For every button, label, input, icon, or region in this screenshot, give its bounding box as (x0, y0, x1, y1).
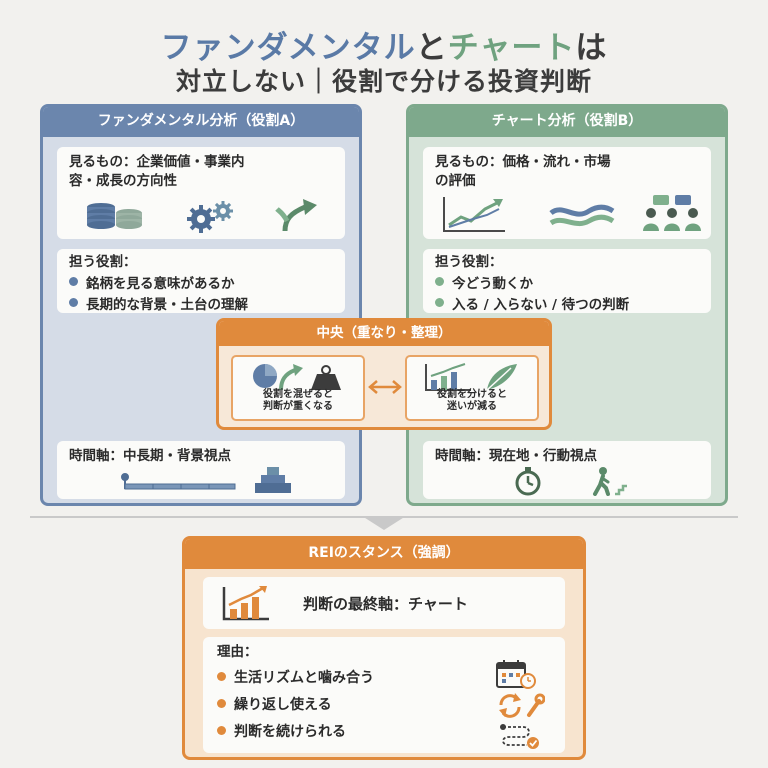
final-axis-card: 判断の最終軸：チャート (203, 577, 565, 629)
final-axis-text: 判断の最終軸：チャート (303, 595, 468, 613)
fundamental-role-1: 銘柄を見る意味があるか (86, 275, 235, 292)
list-item: 長期的な背景・土台の理解 (69, 292, 248, 313)
chart-see-card: 見るもの：価格・流れ・市場 の評価 (423, 147, 711, 239)
chart-header: チャート分析（役割B） (409, 107, 725, 137)
bullet-dot (435, 277, 444, 286)
bar-chart-up-icon (222, 586, 269, 621)
title-fundamental: ファンダメンタル (160, 30, 416, 66)
mixed-roles-card: 役割を混ぜると 判断が重くなる (231, 355, 365, 421)
fundamental-column: ファンダメンタル分析（役割A） 見るもの：企業価値・事業内 容・成長の方向性 (40, 104, 362, 506)
rei-stance-box: REIのスタンス（強調） 判断の最終軸：チャート 理由： 生活リズムと噛み合う … (182, 536, 586, 760)
gears-icon (187, 201, 233, 233)
rei-header: REIのスタンス（強調） (185, 539, 583, 569)
separated-roles-line1: 役割を分けると (437, 389, 507, 400)
page-subtitle: 対立しない｜役割で分ける投資判断 (175, 67, 592, 96)
chart-role-card: 担う役割： 今どう動くか 入る / 入らない / 待つの判断 (423, 249, 711, 313)
stopwatch-icon (515, 467, 541, 496)
coin-stack-icon (87, 203, 142, 229)
path-check-icon (500, 724, 539, 749)
line-chart-icon (443, 197, 505, 232)
fundamental-time-axis: 時間軸：中長期・背景視点 (69, 448, 231, 464)
down-arrow-icon (362, 516, 406, 530)
list-item: 生活リズムと噛み合う (217, 663, 374, 690)
fundamental-see-line1: 見るもの：企業価値・事業内 (69, 154, 245, 170)
chart-time-axis: 時間軸：現在地・行動視点 (435, 448, 597, 464)
title-to: と (415, 30, 448, 66)
fundamental-time-card: 時間軸：中長期・背景視点 (57, 441, 345, 499)
bullet-dot (217, 672, 226, 681)
chart-role-2: 入る / 入らない / 待つの判断 (452, 296, 630, 313)
pie-weight-icon (253, 364, 341, 391)
repeat-wrench-icon (499, 693, 545, 718)
bullet-dot (435, 298, 444, 307)
fundamental-role-2: 長期的な背景・土台の理解 (86, 296, 248, 313)
chart-see-line1: 見るもの：価格・流れ・市場 (435, 154, 611, 170)
title-chart: チャート (447, 30, 576, 66)
mixed-roles-line1: 役割を混ぜると (263, 389, 333, 400)
separated-roles-card: 役割を分けると 迷いが減る (405, 355, 539, 421)
reasons-label: 理由： (217, 644, 258, 660)
list-item: 繰り返し使える (217, 690, 374, 717)
reason-1: 生活リズムと噛み合う (234, 669, 374, 686)
reason-3: 判断を続けられる (234, 723, 346, 740)
list-item: 入る / 入らない / 待つの判断 (435, 292, 629, 313)
people-discussion-icon (643, 195, 701, 231)
bullet-dot (217, 699, 226, 708)
chart-column: チャート分析（役割B） 見るもの：価格・流れ・市場 の評価 担う役割： (406, 104, 728, 506)
chart-time-card: 時間軸：現在地・行動視点 (423, 441, 711, 499)
timeline-icon (121, 473, 236, 490)
page-title: ファンダメンタルとチャートは (0, 22, 768, 67)
double-arrow-icon (368, 380, 402, 394)
calendar-clock-icon (496, 660, 536, 689)
fundamental-role-card: 担う役割： 銘柄を見る意味があるか 長期的な背景・土台の理解 (57, 249, 345, 313)
list-item: 判断を続けられる (217, 717, 374, 744)
chart-feather-icon (425, 363, 517, 391)
list-item: 今どう動くか (435, 271, 629, 292)
growth-arrow-icon (275, 199, 317, 232)
chart-role-1: 今どう動くか (452, 275, 533, 292)
chart-role-label: 担う役割： (435, 254, 503, 270)
list-item: 銘柄を見る意味があるか (69, 271, 248, 292)
reason-2: 繰り返し使える (234, 696, 332, 713)
bullet-dot (69, 277, 78, 286)
fundamental-header: ファンダメンタル分析（役割A） (43, 107, 359, 137)
bullet-dot (69, 298, 78, 307)
center-header: 中央（重なり・整理） (219, 321, 549, 346)
fundamental-see-card: 見るもの：企業価値・事業内 容・成長の方向性 (57, 147, 345, 239)
mixed-roles-line2: 判断が重くなる (263, 401, 333, 412)
pyramid-icon (255, 467, 291, 493)
bullet-dot (217, 726, 226, 735)
fundamental-see-line2: 容・成長の方向性 (69, 173, 177, 189)
wave-flow-icon (549, 204, 615, 227)
fundamental-role-label: 担う役割： (69, 254, 137, 270)
chart-see-line2: の評価 (435, 173, 476, 189)
title-wa: は (575, 30, 608, 66)
center-overlap-box: 中央（重なり・整理） 役割を混ぜると 判断が重くなる (216, 318, 552, 430)
walking-person-icon (593, 467, 627, 496)
separated-roles-line2: 迷いが減る (447, 401, 497, 412)
reasons-card: 理由： 生活リズムと噛み合う 繰り返し使える 判断を続けられる (203, 637, 565, 753)
